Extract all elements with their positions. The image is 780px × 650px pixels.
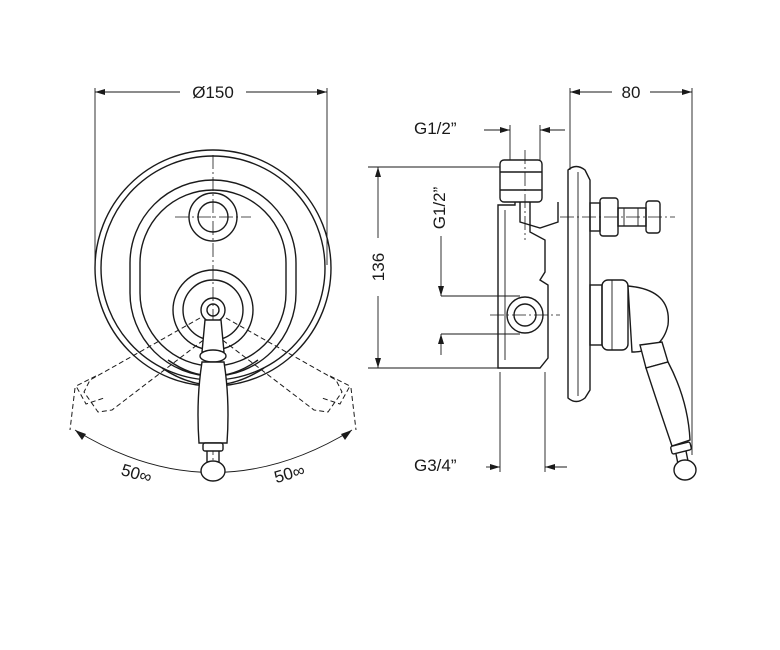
vertical-connection-dimension: G1/2” <box>430 186 520 355</box>
diameter-dimension: Ø150 <box>94 83 328 265</box>
front-view: Ø150 <box>69 83 357 487</box>
diverter-knob <box>188 192 238 242</box>
depth-label: 80 <box>622 83 641 102</box>
top-connection-label: G1/2” <box>414 119 457 138</box>
side-view: 80 136 G1/2” G1/2” <box>368 83 697 481</box>
top-connection-dimension: G1/2” <box>414 119 565 160</box>
lever-handle <box>197 319 229 482</box>
angle-right-label: 50∞ <box>272 460 307 487</box>
angle-left-label: 50∞ <box>119 460 154 487</box>
lever-phantom-left <box>69 317 215 431</box>
diameter-label: Ø150 <box>192 83 234 102</box>
bottom-connection-dimension: G3/4” <box>414 372 567 475</box>
mixer-cartridge <box>589 279 669 353</box>
lever-phantom-right <box>211 317 357 431</box>
side-lever <box>639 341 697 481</box>
bottom-connection-label: G3/4” <box>414 456 457 475</box>
top-connector <box>499 150 559 240</box>
valve-body <box>490 187 560 369</box>
depth-dimension: 80 <box>569 83 693 455</box>
vertical-connection-label: G1/2” <box>430 186 449 229</box>
diverter-stem <box>589 197 661 237</box>
height-label: 136 <box>369 253 388 281</box>
height-dimension: 136 <box>368 166 500 369</box>
